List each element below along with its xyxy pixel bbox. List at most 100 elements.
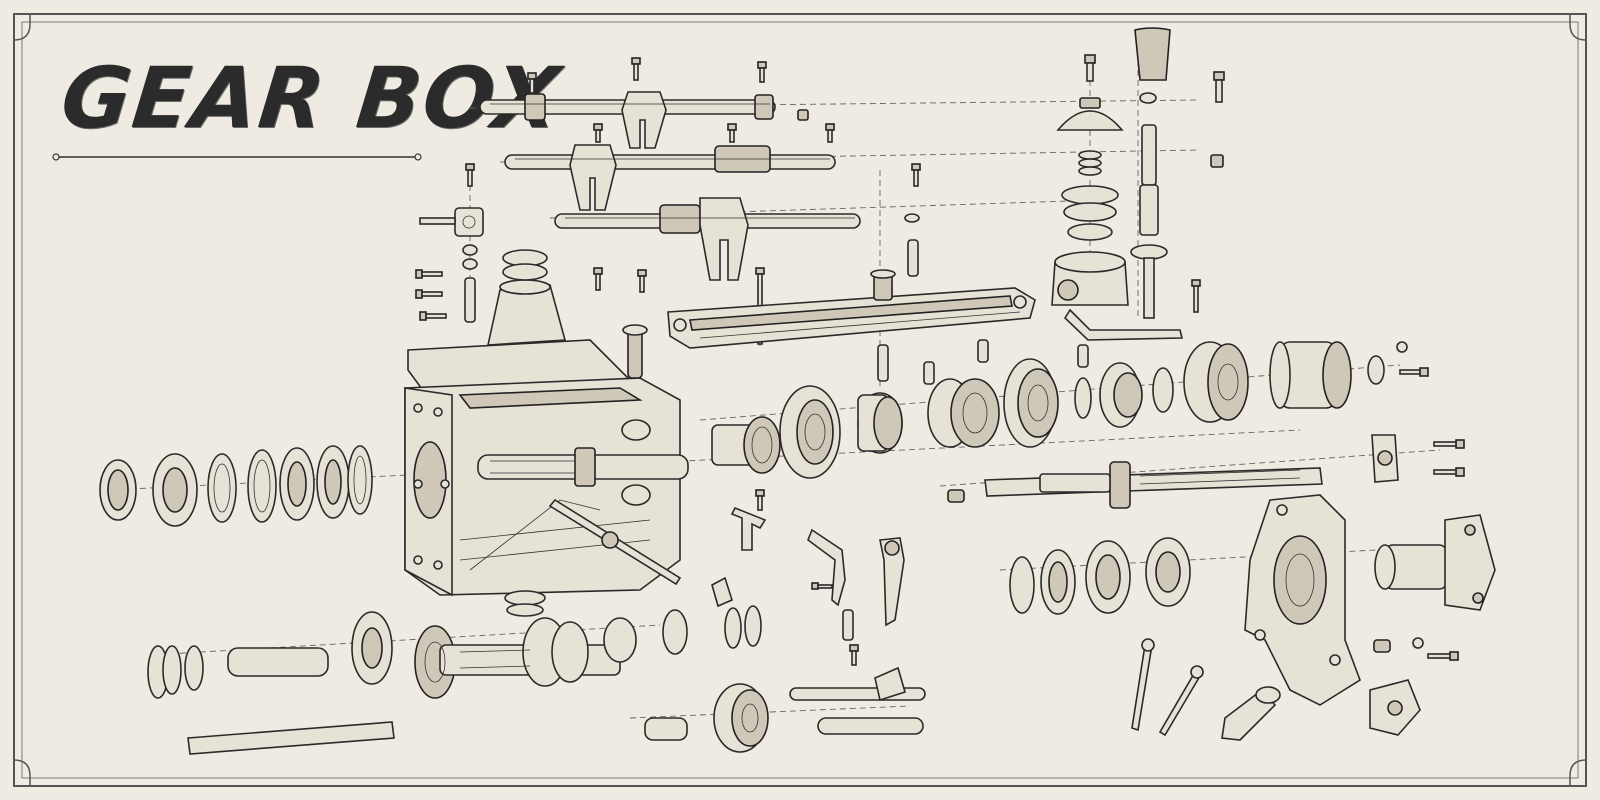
bearing — [1085, 540, 1131, 614]
pin — [907, 239, 919, 277]
bolt — [527, 72, 537, 94]
fasteners — [415, 54, 1465, 666]
snap-ring — [162, 645, 182, 695]
synchro-sleeve — [857, 392, 903, 454]
bolt — [825, 123, 835, 143]
rear-bracket — [1371, 434, 1399, 483]
bolt — [419, 311, 447, 321]
snap-ring — [184, 645, 204, 691]
bearing-sleeve — [227, 647, 329, 677]
bearing-set-left — [99, 445, 373, 527]
bolt — [465, 163, 475, 187]
output-flange — [1374, 514, 1496, 611]
snap-ring — [347, 445, 373, 515]
selector-rod — [548, 498, 682, 586]
shift-rail-middle — [504, 144, 836, 211]
seal-ring — [207, 453, 237, 523]
bearing — [1145, 537, 1191, 607]
snap-ring — [1152, 367, 1174, 413]
countershaft — [187, 721, 395, 755]
bolt — [1213, 71, 1225, 103]
interlock-lever — [807, 528, 854, 641]
bolt — [1399, 367, 1429, 377]
snap-ring — [1074, 377, 1092, 419]
gear — [1183, 341, 1249, 423]
shift-rail-top — [479, 91, 776, 149]
bearing — [99, 459, 137, 521]
bearing — [1040, 549, 1076, 615]
pin — [464, 277, 476, 323]
corner-ornament — [1569, 759, 1587, 786]
bearing — [152, 453, 198, 527]
corner-ornament — [13, 14, 31, 41]
bearing — [279, 447, 315, 521]
mainshaft — [984, 461, 1323, 509]
nut — [947, 489, 965, 503]
bolt — [755, 489, 765, 511]
sleeve — [1269, 341, 1352, 409]
pin — [923, 361, 935, 385]
snap-ring — [724, 607, 742, 649]
mainshaft-gears — [711, 341, 1385, 479]
link-rod — [1131, 638, 1155, 732]
bolt — [1191, 279, 1201, 313]
nut — [1412, 637, 1424, 649]
lever-linkage — [1063, 308, 1184, 341]
lever-arm — [730, 506, 767, 551]
bolt — [593, 267, 603, 291]
bearing-set-right — [1009, 537, 1191, 615]
bolt — [727, 123, 737, 143]
boot-cover — [1056, 110, 1124, 131]
gear — [927, 378, 1000, 448]
bolt — [849, 644, 859, 666]
mounting-bracket — [1369, 679, 1421, 736]
synchro-hub — [779, 385, 841, 479]
gear — [1003, 358, 1059, 448]
reverse-rail — [789, 666, 926, 735]
washer — [662, 609, 688, 655]
nut — [797, 109, 809, 121]
input-shaft — [477, 447, 689, 487]
washer — [1139, 92, 1157, 104]
bolt — [631, 57, 641, 81]
reverse-idler-gear — [644, 683, 769, 753]
washer — [1367, 355, 1385, 385]
nut — [1210, 154, 1224, 168]
bolt — [1427, 651, 1459, 661]
seal-ring — [247, 449, 277, 523]
spring-clip — [711, 576, 733, 608]
pin — [977, 339, 989, 363]
gear — [711, 416, 781, 474]
corner-ornament — [13, 759, 31, 786]
pin — [1077, 344, 1089, 368]
rear-housing — [1244, 494, 1361, 706]
bolt — [811, 582, 833, 590]
bolt — [415, 269, 443, 279]
bearing — [316, 445, 350, 519]
gear-knob — [1134, 27, 1171, 81]
gear-lever-assembly — [1051, 27, 1184, 341]
bolt — [1433, 439, 1465, 449]
bolt — [593, 123, 603, 143]
title-underline — [52, 153, 422, 161]
bolt — [415, 289, 443, 299]
washer — [462, 258, 478, 270]
link-rod — [1158, 665, 1204, 737]
shift-rail-bottom — [554, 197, 861, 281]
detent-block — [419, 207, 484, 237]
lever-spring — [1078, 150, 1102, 176]
corner-ornament — [1569, 14, 1587, 41]
bolt — [1433, 467, 1465, 477]
bolt — [637, 269, 647, 293]
washer — [904, 213, 920, 223]
countershaft-bearing — [351, 611, 393, 685]
gear — [1099, 362, 1143, 428]
washer — [462, 244, 478, 256]
bolt — [1084, 54, 1096, 82]
pin — [877, 344, 889, 382]
countershaft-cluster — [414, 617, 637, 699]
bolt — [911, 163, 921, 187]
